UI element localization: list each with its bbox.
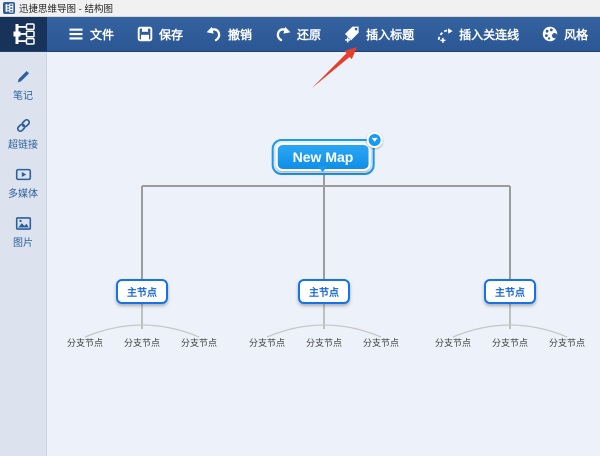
main-node-3[interactable]: 主节点: [484, 279, 536, 304]
undo-button-label: 撤销: [228, 27, 253, 42]
main-node-1[interactable]: 主节点: [116, 279, 168, 304]
style-button-label: 风格: [564, 27, 589, 42]
connector-lines: [84, 173, 568, 338]
toolbar-buttons: 文件 保存 撤销: [47, 17, 596, 51]
file-button[interactable]: 文件: [59, 20, 122, 48]
branch-node[interactable]: 分支节点: [305, 338, 343, 348]
insert-title-button[interactable]: 插入标题: [335, 20, 422, 48]
branch-node[interactable]: 分支节点: [434, 338, 472, 348]
insert-connector-button-label: 插入关连线: [459, 27, 520, 42]
mindmap-canvas[interactable]: New Map 主节点 主节点 主节点 分支节点 分支节点 分支节点 分支节点 …: [47, 52, 600, 456]
link-icon: [16, 118, 30, 133]
redo-button[interactable]: 还原: [266, 20, 329, 48]
branch-node[interactable]: 分支节点: [362, 338, 400, 348]
app-logo-icon: [3, 2, 15, 14]
main-node-2[interactable]: 主节点: [298, 279, 350, 304]
titlebar: 迅捷思维导图 - 结构图: [0, 0, 600, 17]
window-title: 迅捷思维导图 - 结构图: [19, 4, 113, 15]
save-button[interactable]: 保存: [128, 20, 191, 48]
main-node-2-label: 主节点: [309, 288, 339, 299]
image-icon: [15, 217, 31, 230]
branch-node[interactable]: 分支节点: [66, 338, 104, 348]
sidebar-item-hyperlink-label: 超链接: [8, 140, 38, 151]
sidebar-item-multimedia-label: 多媒体: [8, 189, 38, 200]
branch-node[interactable]: 分支节点: [248, 338, 286, 348]
workarea: 笔记 超链接 多媒体: [0, 52, 600, 456]
branch-node[interactable]: 分支节点: [123, 338, 161, 348]
style-button[interactable]: 风格: [533, 20, 596, 48]
root-node-body[interactable]: New Map: [275, 143, 371, 171]
root-node-label: New Map: [292, 149, 354, 165]
undo-button[interactable]: 撤销: [197, 20, 260, 48]
undo-icon: [206, 26, 221, 42]
branch-node[interactable]: 分支节点: [180, 338, 218, 348]
root-node-dropdown-badge[interactable]: [366, 132, 383, 148]
sidebar: 笔记 超链接 多媒体: [0, 52, 47, 456]
sidebar-item-multimedia[interactable]: 多媒体: [8, 166, 38, 200]
sidebar-item-hyperlink[interactable]: 超链接: [8, 117, 38, 151]
main-node-1-label: 主节点: [127, 288, 157, 299]
redo-button-label: 还原: [297, 27, 322, 42]
main-node-3-label: 主节点: [495, 288, 525, 299]
insert-title-icon: [345, 26, 359, 43]
toolbar: 文件 保存 撤销: [0, 17, 600, 52]
mindmap-logo-icon: [13, 23, 35, 45]
insert-connector-icon: [437, 28, 453, 43]
menu-icon: [69, 28, 83, 40]
pencil-icon: [17, 70, 29, 83]
sidebar-item-picture-label: 图片: [13, 238, 33, 249]
branch-node[interactable]: 分支节点: [548, 338, 586, 348]
insert-title-button-label: 插入标题: [366, 27, 415, 42]
save-button-label: 保存: [159, 27, 184, 42]
file-button-label: 文件: [90, 27, 115, 42]
root-node[interactable]: New Map: [271, 132, 383, 175]
app-logo-block: [0, 17, 47, 51]
sidebar-item-picture[interactable]: 图片: [13, 215, 33, 249]
branch-node[interactable]: 分支节点: [491, 338, 529, 348]
style-palette-icon: [542, 26, 558, 42]
media-player-icon: [15, 168, 31, 181]
sidebar-item-notes[interactable]: 笔记: [13, 68, 33, 102]
sidebar-item-notes-label: 笔记: [13, 91, 33, 102]
redo-icon: [276, 26, 291, 42]
insert-connector-button[interactable]: 插入关连线: [428, 20, 527, 48]
save-icon: [137, 26, 153, 42]
